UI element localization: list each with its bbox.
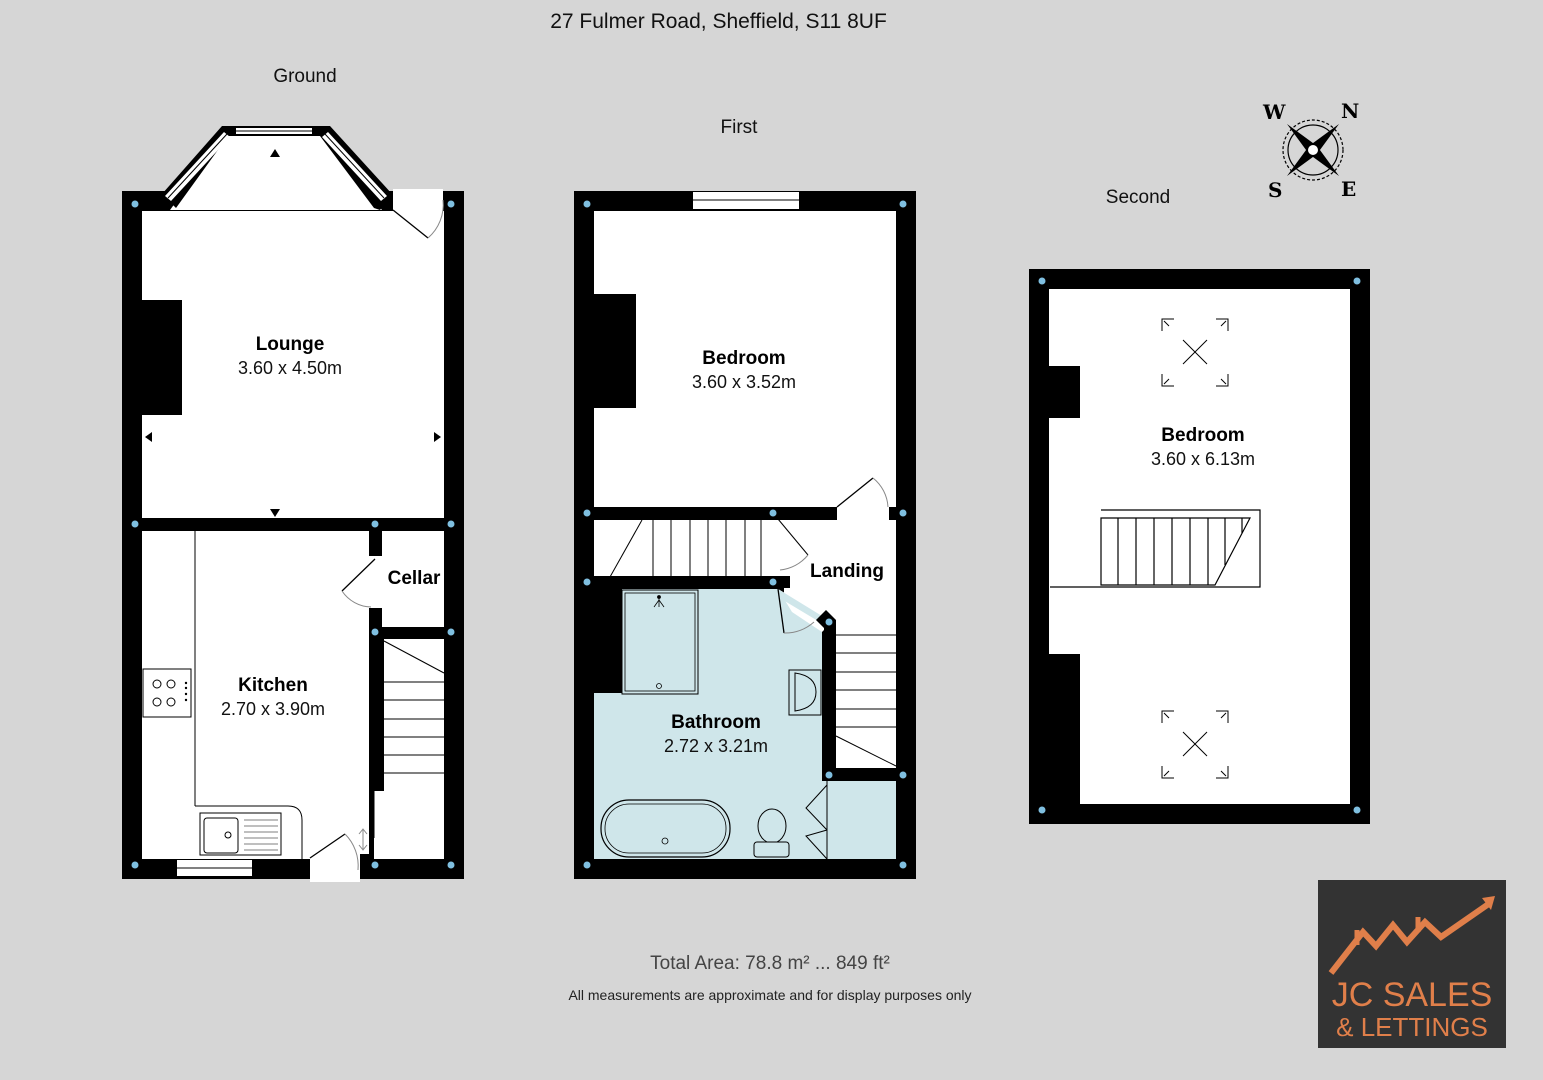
- disclaimer: All measurements are approximate and for…: [568, 987, 972, 1003]
- floor-label-ground: Ground: [273, 66, 337, 87]
- room-second-bedroom: Bedroom 3.60 x 6.13m: [1103, 425, 1303, 470]
- room-name: Kitchen: [238, 675, 308, 696]
- compass-w-label: W: [1263, 100, 1286, 124]
- ground-floor-plan: [122, 126, 464, 882]
- room-cellar: Cellar: [387, 568, 441, 589]
- first-floor-plan: [574, 191, 916, 879]
- compass-n-label: N: [1341, 99, 1360, 123]
- room-dimensions: 2.70 x 3.90m: [220, 699, 326, 719]
- logo-line-2: & LETTINGS: [1336, 1012, 1488, 1042]
- logo-line-1: JC SALES: [1331, 976, 1493, 1014]
- compass-s-label: S: [1268, 178, 1283, 202]
- total-area: Total Area: 78.8 m² ... 849 ft²: [650, 953, 890, 974]
- room-bathroom: Bathroom 2.72 x 3.21m: [616, 712, 816, 757]
- room-landing: Landing: [810, 561, 884, 582]
- floor-label-first: First: [720, 117, 758, 138]
- room-name: Bathroom: [671, 712, 761, 733]
- room-name: Bedroom: [1161, 425, 1245, 446]
- room-dimensions: 3.60 x 4.50m: [237, 358, 343, 378]
- compass-e-label: E: [1341, 177, 1357, 201]
- logo-arrow-icon: [1318, 880, 1506, 1048]
- compass-rose-icon: [1282, 119, 1344, 181]
- room-name: Bedroom: [702, 348, 786, 369]
- property-address-title: 27 Fulmer Road, Sheffield, S11 8UF: [550, 10, 887, 33]
- agency-logo: JC SALES & LETTINGS: [1318, 880, 1506, 1048]
- room-kitchen: Kitchen 2.70 x 3.90m: [173, 675, 373, 720]
- room-name: Lounge: [255, 334, 325, 355]
- room-first-bedroom: Bedroom 3.60 x 3.52m: [644, 348, 844, 393]
- floor-label-second: Second: [1105, 187, 1171, 208]
- room-lounge: Lounge 3.60 x 4.50m: [190, 334, 390, 379]
- second-floor-plan: [1029, 269, 1370, 824]
- room-dimensions: 2.72 x 3.21m: [663, 736, 769, 756]
- room-dimensions: 3.60 x 6.13m: [1150, 449, 1256, 469]
- room-dimensions: 3.60 x 3.52m: [691, 372, 797, 392]
